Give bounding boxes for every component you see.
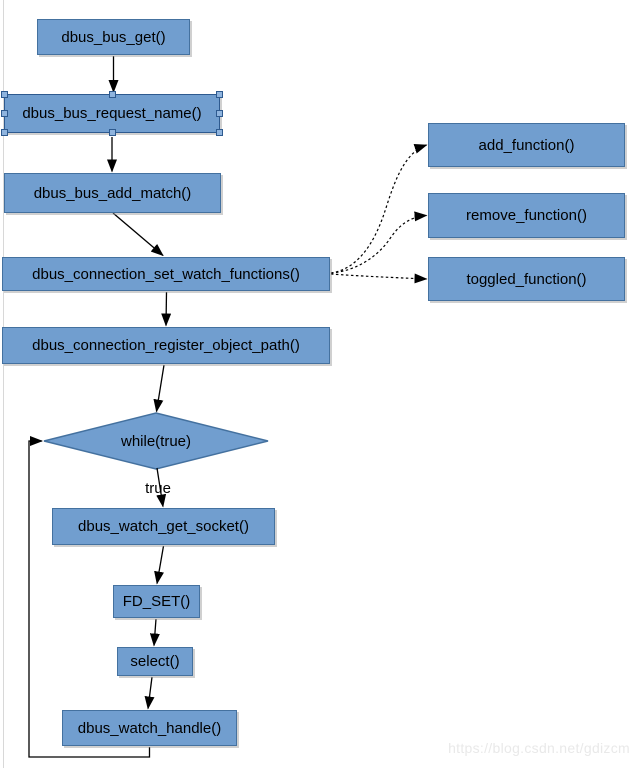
node-label: dbus_watch_handle() — [77, 719, 222, 737]
selection-handle-n[interactable] — [108, 91, 116, 98]
edge-fd-set-to-select — [149, 618, 160, 647]
node-label: dbus_bus_request_name() — [22, 105, 202, 122]
page-edge-line — [3, 0, 4, 768]
node-label: dbus_connection_register_object_path() — [32, 337, 300, 354]
selection-handle-nw[interactable] — [1, 91, 8, 98]
node-dbus-bus-get[interactable]: dbus_bus_get() — [37, 19, 190, 55]
selection-handle-e[interactable] — [216, 110, 223, 117]
edge-set-watch-to-remove-function — [330, 211, 428, 274]
node-dbus-watch-get-socket[interactable]: dbus_watch_get_socket() — [52, 508, 275, 545]
node-dbus-bus-request-name[interactable]: dbus_bus_request_name() — [1, 91, 223, 136]
node-add-function[interactable]: add_function() — [428, 123, 625, 167]
node-label: remove_function() — [466, 207, 587, 224]
node-dbus-watch-handle[interactable]: dbus_watch_handle() — [62, 710, 237, 746]
selection-handle-s[interactable] — [108, 129, 116, 136]
node-label: dbus_watch_get_socket() — [78, 518, 249, 535]
watermark: https://blog.csdn.net/gdizcm — [448, 740, 630, 756]
node-dbus-bus-add-match[interactable]: dbus_bus_add_match() — [4, 173, 221, 213]
node-fd-set[interactable]: FD_SET() — [113, 585, 200, 618]
edge-label-true: true — [145, 480, 171, 497]
edge-loop-back-to-while — [28, 436, 151, 758]
node-while-true[interactable]: while(true) — [44, 413, 268, 469]
node-select[interactable]: select() — [117, 647, 193, 676]
selection-handle-sw[interactable] — [1, 129, 8, 136]
node-remove-function[interactable]: remove_function() — [428, 193, 625, 238]
node-label: add_function() — [478, 136, 575, 154]
edge-set-watch-to-register-path — [161, 291, 172, 327]
edge-set-watch-to-add-function — [330, 143, 428, 274]
node-label: dbus_connection_set_watch_functions() — [32, 265, 300, 283]
node-dbus-connection-register-object-path[interactable]: dbus_connection_register_object_path() — [2, 327, 330, 364]
selection-handle-w[interactable] — [1, 110, 8, 117]
edge-register-path-to-while — [153, 364, 165, 413]
node-while-true-shape[interactable] — [43, 412, 269, 470]
node-label: FD_SET() — [122, 593, 191, 610]
node-label: toggled_function() — [466, 270, 587, 288]
edge-select-to-watch-handle — [144, 676, 155, 710]
node-label: while(true) — [120, 432, 192, 450]
node-label: select() — [130, 653, 180, 670]
node-dbus-connection-set-watch-functions[interactable]: dbus_connection_set_watch_functions() — [2, 257, 330, 291]
node-label: dbus_bus_add_match() — [33, 184, 192, 202]
edge-get-socket-to-fd-set — [154, 545, 165, 585]
edge-while-true-to-get-socket — [156, 467, 167, 508]
edge-set-watch-to-toggled-function — [330, 273, 428, 284]
node-label: dbus_bus_get() — [61, 28, 166, 46]
node-toggled-function[interactable]: toggled_function() — [428, 257, 625, 301]
selection-handle-ne[interactable] — [216, 91, 223, 98]
edge-add-match-to-set-watch — [112, 212, 164, 257]
selection-handle-se[interactable] — [216, 129, 223, 136]
